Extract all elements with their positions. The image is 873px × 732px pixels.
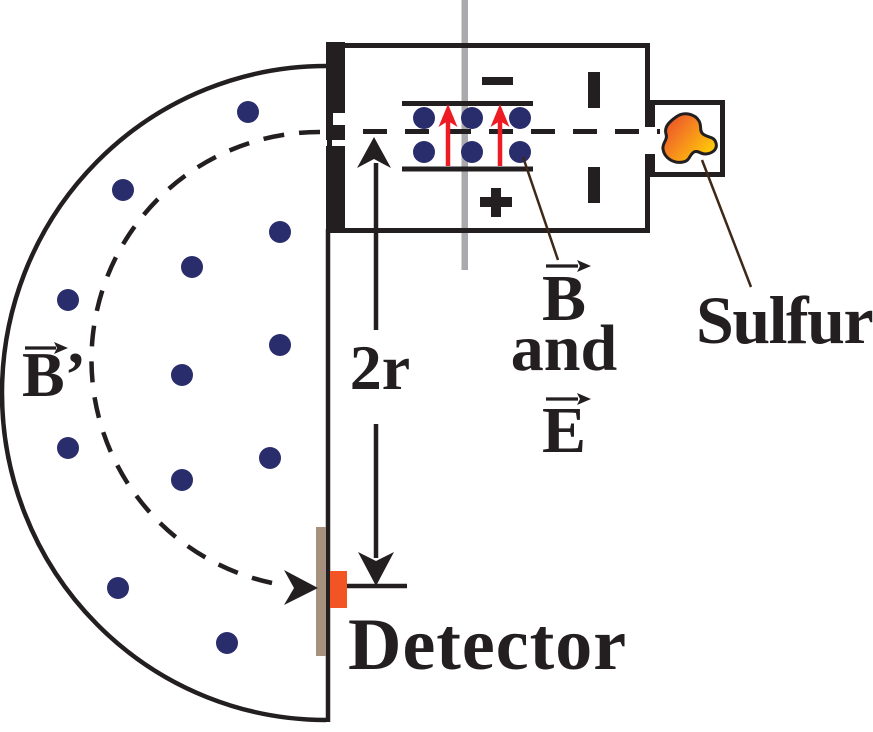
vector-arrow-b-prime xyxy=(25,342,68,354)
ion-dot xyxy=(171,469,193,491)
ion-dot xyxy=(413,141,435,163)
label-and: and xyxy=(510,312,618,385)
ion-dot xyxy=(509,107,531,129)
label-2r: 2r xyxy=(349,332,411,403)
label-sulfur: Sulfur xyxy=(696,282,873,358)
ion-dot xyxy=(509,141,531,163)
exit-slit-bar-top xyxy=(588,72,600,108)
exit-slit-bar-bottom xyxy=(588,167,600,203)
leader-line-to-sulfur-label xyxy=(700,159,753,288)
entrance-slit-wall xyxy=(326,42,345,233)
ion-dot xyxy=(259,447,281,469)
red-field-arrows xyxy=(438,104,510,166)
field-ion-dots xyxy=(57,101,291,654)
detector-sensor xyxy=(330,571,347,608)
plus-electrode-symbol xyxy=(480,188,512,217)
red-field-arrow-head xyxy=(438,104,458,127)
red-field-arrow-head xyxy=(490,104,510,127)
vector-arrow-b xyxy=(546,260,591,272)
label-selector-field-b: B xyxy=(541,262,587,335)
label-detector: Detector xyxy=(348,604,628,686)
label-selector-field-e: E xyxy=(541,394,587,467)
ion-dot xyxy=(269,334,291,356)
field-region-boundary-arc xyxy=(0,63,327,723)
ion-dot xyxy=(216,632,238,654)
ion-dot xyxy=(237,101,259,123)
ion-dot xyxy=(171,364,193,386)
minus-electrode-symbol xyxy=(482,77,513,85)
radius-dimension-arrow xyxy=(346,137,407,589)
ion-path-dashed-arc xyxy=(89,129,321,586)
sulfur-sample-blob xyxy=(661,112,718,164)
ion-dot xyxy=(269,221,291,243)
ion-dot xyxy=(461,141,483,163)
plus-vertical-bar xyxy=(491,188,501,217)
ion-path-arrowhead xyxy=(284,570,318,605)
ion-dot xyxy=(57,437,79,459)
label-b-prime: B’ xyxy=(22,339,86,410)
source-opening-gap xyxy=(642,127,656,154)
ion-dot xyxy=(181,256,203,278)
gray-axis-line xyxy=(461,0,468,270)
ion-dot xyxy=(112,179,134,201)
vector-arrow-e xyxy=(546,393,591,405)
ion-dot xyxy=(461,107,483,129)
selector-ion-dots xyxy=(413,107,531,163)
leader-line-to-be-label xyxy=(521,156,560,261)
detector-backing-strip xyxy=(316,527,326,656)
ion-dot xyxy=(57,289,79,311)
ion-dot xyxy=(413,107,435,129)
ion-dot xyxy=(107,577,129,599)
